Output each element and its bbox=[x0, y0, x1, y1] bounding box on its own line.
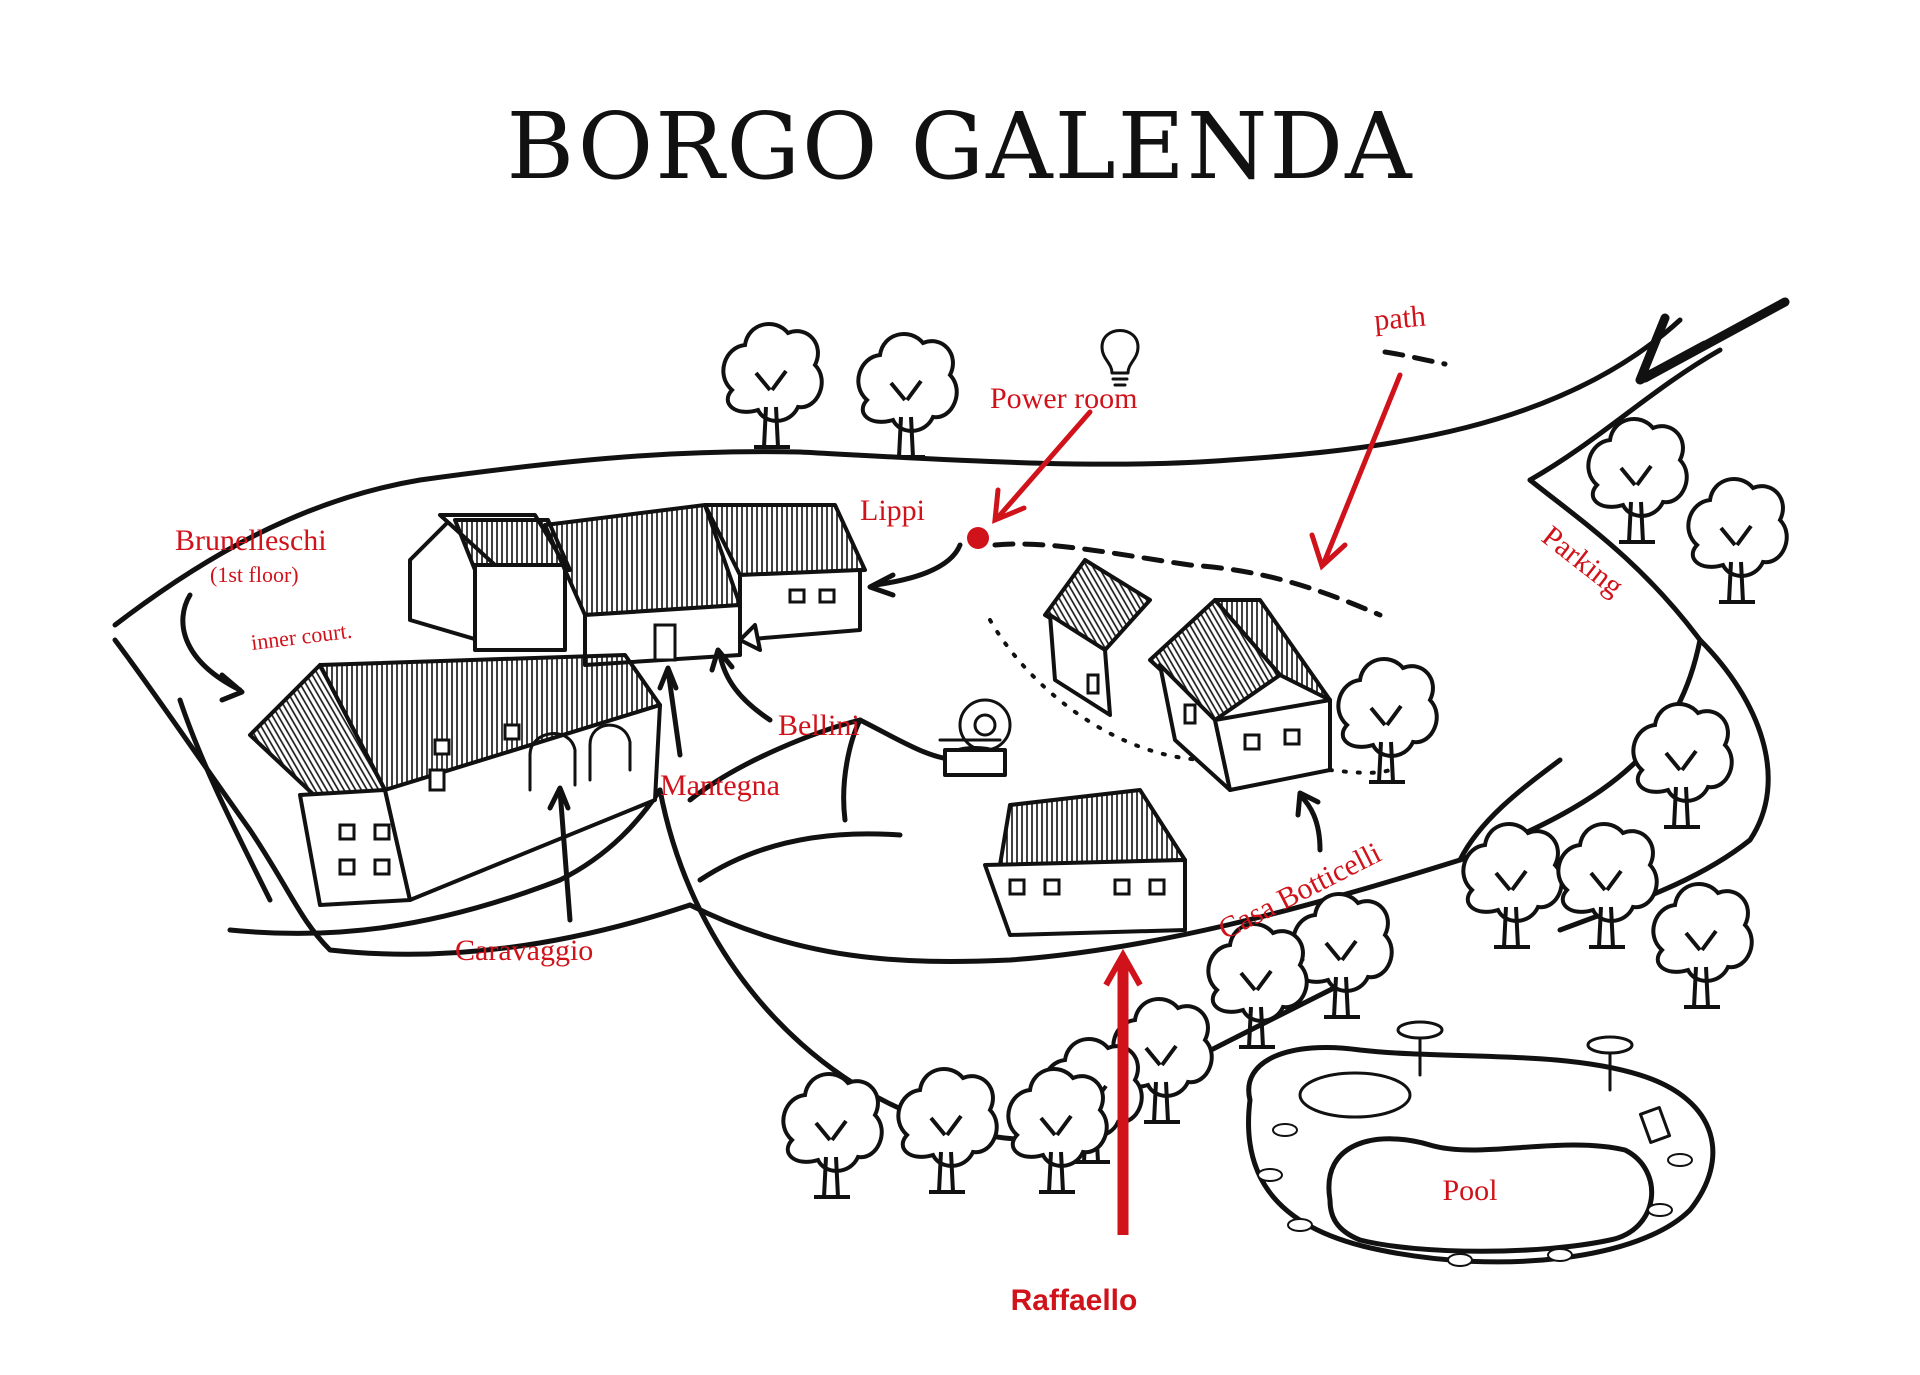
dashed-path bbox=[992, 541, 1383, 618]
well-icon bbox=[938, 698, 1012, 777]
main-road bbox=[112, 317, 1771, 1143]
label-path: path bbox=[1373, 300, 1427, 337]
building-raffaello bbox=[983, 788, 1187, 937]
label-lippi: Lippi bbox=[860, 494, 925, 527]
light-bulb-icon bbox=[1100, 329, 1140, 387]
red-pointer-arrows bbox=[992, 372, 1403, 1235]
label-power-room: Power room bbox=[990, 382, 1137, 415]
building-mantegna-row bbox=[543, 503, 867, 667]
label-brunelleschi-floor: (1st floor) bbox=[210, 562, 299, 587]
power-room-location-dot bbox=[967, 527, 989, 549]
building-brunelleschi-wing bbox=[408, 513, 572, 652]
footpath-dots bbox=[988, 618, 1392, 775]
label-caravaggio: Caravaggio bbox=[455, 934, 593, 967]
entrance-arrow-icon bbox=[1635, 297, 1790, 385]
label-bellini: Bellini bbox=[778, 709, 860, 742]
building-caravaggio bbox=[248, 653, 662, 907]
label-raffaello: Raffaello bbox=[1011, 1284, 1138, 1317]
parasol-icon bbox=[1396, 1020, 1444, 1077]
label-mantegna: Mantegna bbox=[660, 769, 780, 802]
parasol-icon bbox=[1586, 1035, 1634, 1092]
label-pool: Pool bbox=[1442, 1174, 1497, 1207]
label-inner-court: inner court. bbox=[250, 618, 354, 655]
label-brunelleschi: Brunelleschi bbox=[175, 524, 327, 557]
label-parking: Parking bbox=[1536, 520, 1630, 603]
black-pointer-arrows bbox=[180, 542, 1323, 923]
path-marker-dash bbox=[1382, 349, 1448, 367]
pool-area bbox=[1246, 1020, 1716, 1267]
building-lippi-cluster bbox=[1043, 558, 1332, 792]
map-title: BORGO GALENDA bbox=[506, 93, 1413, 200]
